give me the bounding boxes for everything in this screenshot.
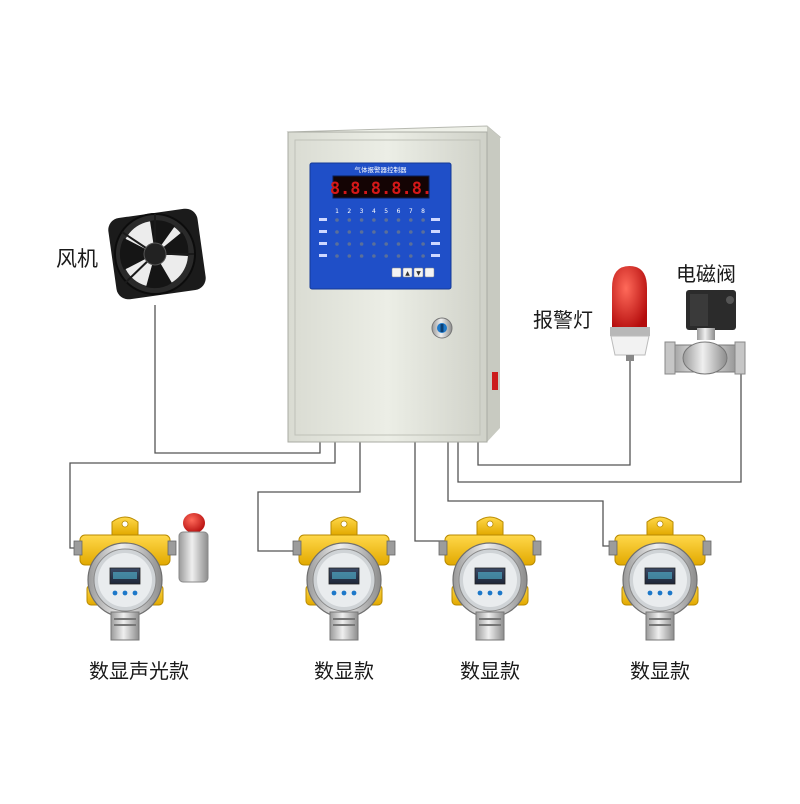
alarm-light-icon: [610, 266, 650, 361]
channel-number: 3: [360, 208, 364, 215]
indicator-led: [397, 218, 401, 222]
channel-number: 7: [409, 208, 413, 215]
indicator-led: [335, 230, 339, 234]
row-label-mark: [319, 218, 327, 221]
detector-button: [668, 591, 673, 596]
fan-icon: [107, 207, 208, 301]
row-label-mark: [319, 242, 327, 245]
detector-group: [74, 517, 711, 640]
detector-button: [478, 591, 483, 596]
indicator-led: [335, 254, 339, 258]
controller-cabinet: 气体报警器控制器 8.8.8.8.8. 1 2 3 4 5 6 7 8 ▲ ▼: [288, 126, 500, 442]
panel-button: [425, 268, 434, 277]
gas-detector: [609, 517, 711, 640]
detector-button: [488, 591, 493, 596]
detector-caption: 数显款: [460, 659, 520, 683]
wire-alarm-light: [478, 360, 630, 465]
row-label-mark: [431, 254, 440, 257]
channel-number: 6: [397, 208, 401, 215]
detector-button: [352, 591, 357, 596]
row-label-mark: [319, 230, 327, 233]
indicator-led: [360, 230, 364, 234]
detector-button: [658, 591, 663, 596]
led-digits: 8.8.8.8.8.: [330, 179, 432, 199]
indicator-led: [335, 218, 339, 222]
detector-button: [342, 591, 347, 596]
indicator-led: [384, 254, 388, 258]
indicator-led: [360, 218, 364, 222]
detector-button: [648, 591, 653, 596]
indicator-led: [421, 218, 425, 222]
alarm-light-label: 报警灯: [533, 308, 593, 332]
channel-number: 2: [347, 208, 351, 215]
indicator-led: [372, 230, 376, 234]
row-label-mark: [431, 230, 440, 233]
indicator-led: [421, 254, 425, 258]
indicator-led: [372, 254, 376, 258]
channel-number: 5: [384, 208, 388, 215]
indicator-led: [348, 242, 352, 246]
indicator-led: [372, 218, 376, 222]
indicator-led: [335, 242, 339, 246]
fan-label: 风机: [56, 247, 98, 271]
row-label-mark: [319, 254, 327, 257]
channel-number: 4: [372, 208, 376, 215]
indicator-led: [397, 230, 401, 234]
wire-detector-4: [448, 440, 616, 546]
channel-number: 8: [421, 208, 425, 215]
detector-button: [133, 591, 138, 596]
key-lock-icon: [432, 318, 452, 338]
panel-title: 气体报警器控制器: [355, 165, 408, 174]
detector-caption: 数显声光款: [89, 659, 189, 683]
detector-button: [113, 591, 118, 596]
gas-detector: [439, 517, 541, 640]
gas-detector: [293, 517, 395, 640]
indicator-led: [360, 242, 364, 246]
detector-caption: 数显款: [314, 659, 374, 683]
indicator-led: [409, 218, 413, 222]
indicator-led: [348, 218, 352, 222]
indicator-led: [372, 242, 376, 246]
channel-number: 1: [335, 208, 339, 215]
indicator-led: [409, 230, 413, 234]
panel-button-label: ▼: [416, 270, 421, 277]
wire-detector-3: [415, 440, 445, 541]
gas-detector: [74, 517, 176, 640]
indicator-led: [409, 254, 413, 258]
panel-button-label: ▲: [405, 270, 410, 277]
detector-button: [498, 591, 503, 596]
power-switch: [492, 372, 498, 390]
solenoid-valve-label: 电磁阀: [676, 262, 736, 286]
solenoid-valve-icon: [665, 290, 745, 374]
indicator-led: [421, 230, 425, 234]
indicator-led: [397, 254, 401, 258]
row-label-mark: [431, 242, 440, 245]
panel-button: [392, 268, 401, 277]
indicator-led: [409, 242, 413, 246]
indicator-led: [348, 230, 352, 234]
detector-button: [123, 591, 128, 596]
detector-caption: 数显款: [630, 659, 690, 683]
indicator-led: [360, 254, 364, 258]
indicator-led: [384, 230, 388, 234]
detector-captions: 数显声光款 数显款 数显款 数显款: [89, 659, 690, 683]
row-label-mark: [431, 218, 440, 221]
detector-button: [332, 591, 337, 596]
indicator-led: [384, 218, 388, 222]
indicator-led: [348, 254, 352, 258]
indicator-led: [384, 242, 388, 246]
indicator-led: [397, 242, 401, 246]
indicator-led: [421, 242, 425, 246]
wire-valve: [458, 355, 741, 482]
strobe-beacon-icon: [179, 513, 208, 582]
